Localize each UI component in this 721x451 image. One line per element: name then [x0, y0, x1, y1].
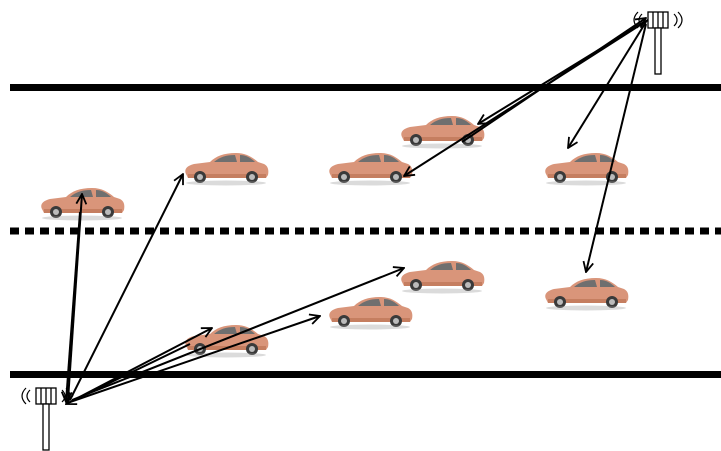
- link-bottom-tower-to-car-upper-2: [69, 174, 183, 401]
- car-upper-5: [545, 153, 629, 186]
- car-lower-4: [545, 278, 629, 311]
- car-lower-3: [401, 261, 485, 294]
- link-top-tower-to-car-lower-4: [586, 23, 647, 272]
- link-top-tower-to-car-upper-5: [568, 21, 647, 148]
- link-car-upper-1-to-bottom-tower: [66, 211, 81, 402]
- top-road-edge: [10, 84, 721, 91]
- cell-tower-icon: [21, 387, 71, 451]
- car-lower-1: [185, 325, 269, 358]
- car-upper-3: [329, 153, 413, 186]
- lower-lane-cars: [185, 261, 629, 358]
- bottom-tower-links: [66, 174, 404, 404]
- road: [10, 84, 721, 378]
- top-tower-links: [404, 18, 649, 272]
- car-upper-2: [185, 153, 269, 186]
- car-lower-2: [329, 297, 413, 330]
- link-bottom-tower-to-car-lower-3: [71, 268, 404, 401]
- upper-lane-cars: [41, 116, 629, 221]
- link-top-tower-to-car-upper-3: [404, 19, 649, 176]
- car-upper-1: [41, 188, 125, 221]
- bottom-road-edge: [10, 371, 721, 378]
- link-bottom-tower-to-car-lower-2: [69, 316, 320, 403]
